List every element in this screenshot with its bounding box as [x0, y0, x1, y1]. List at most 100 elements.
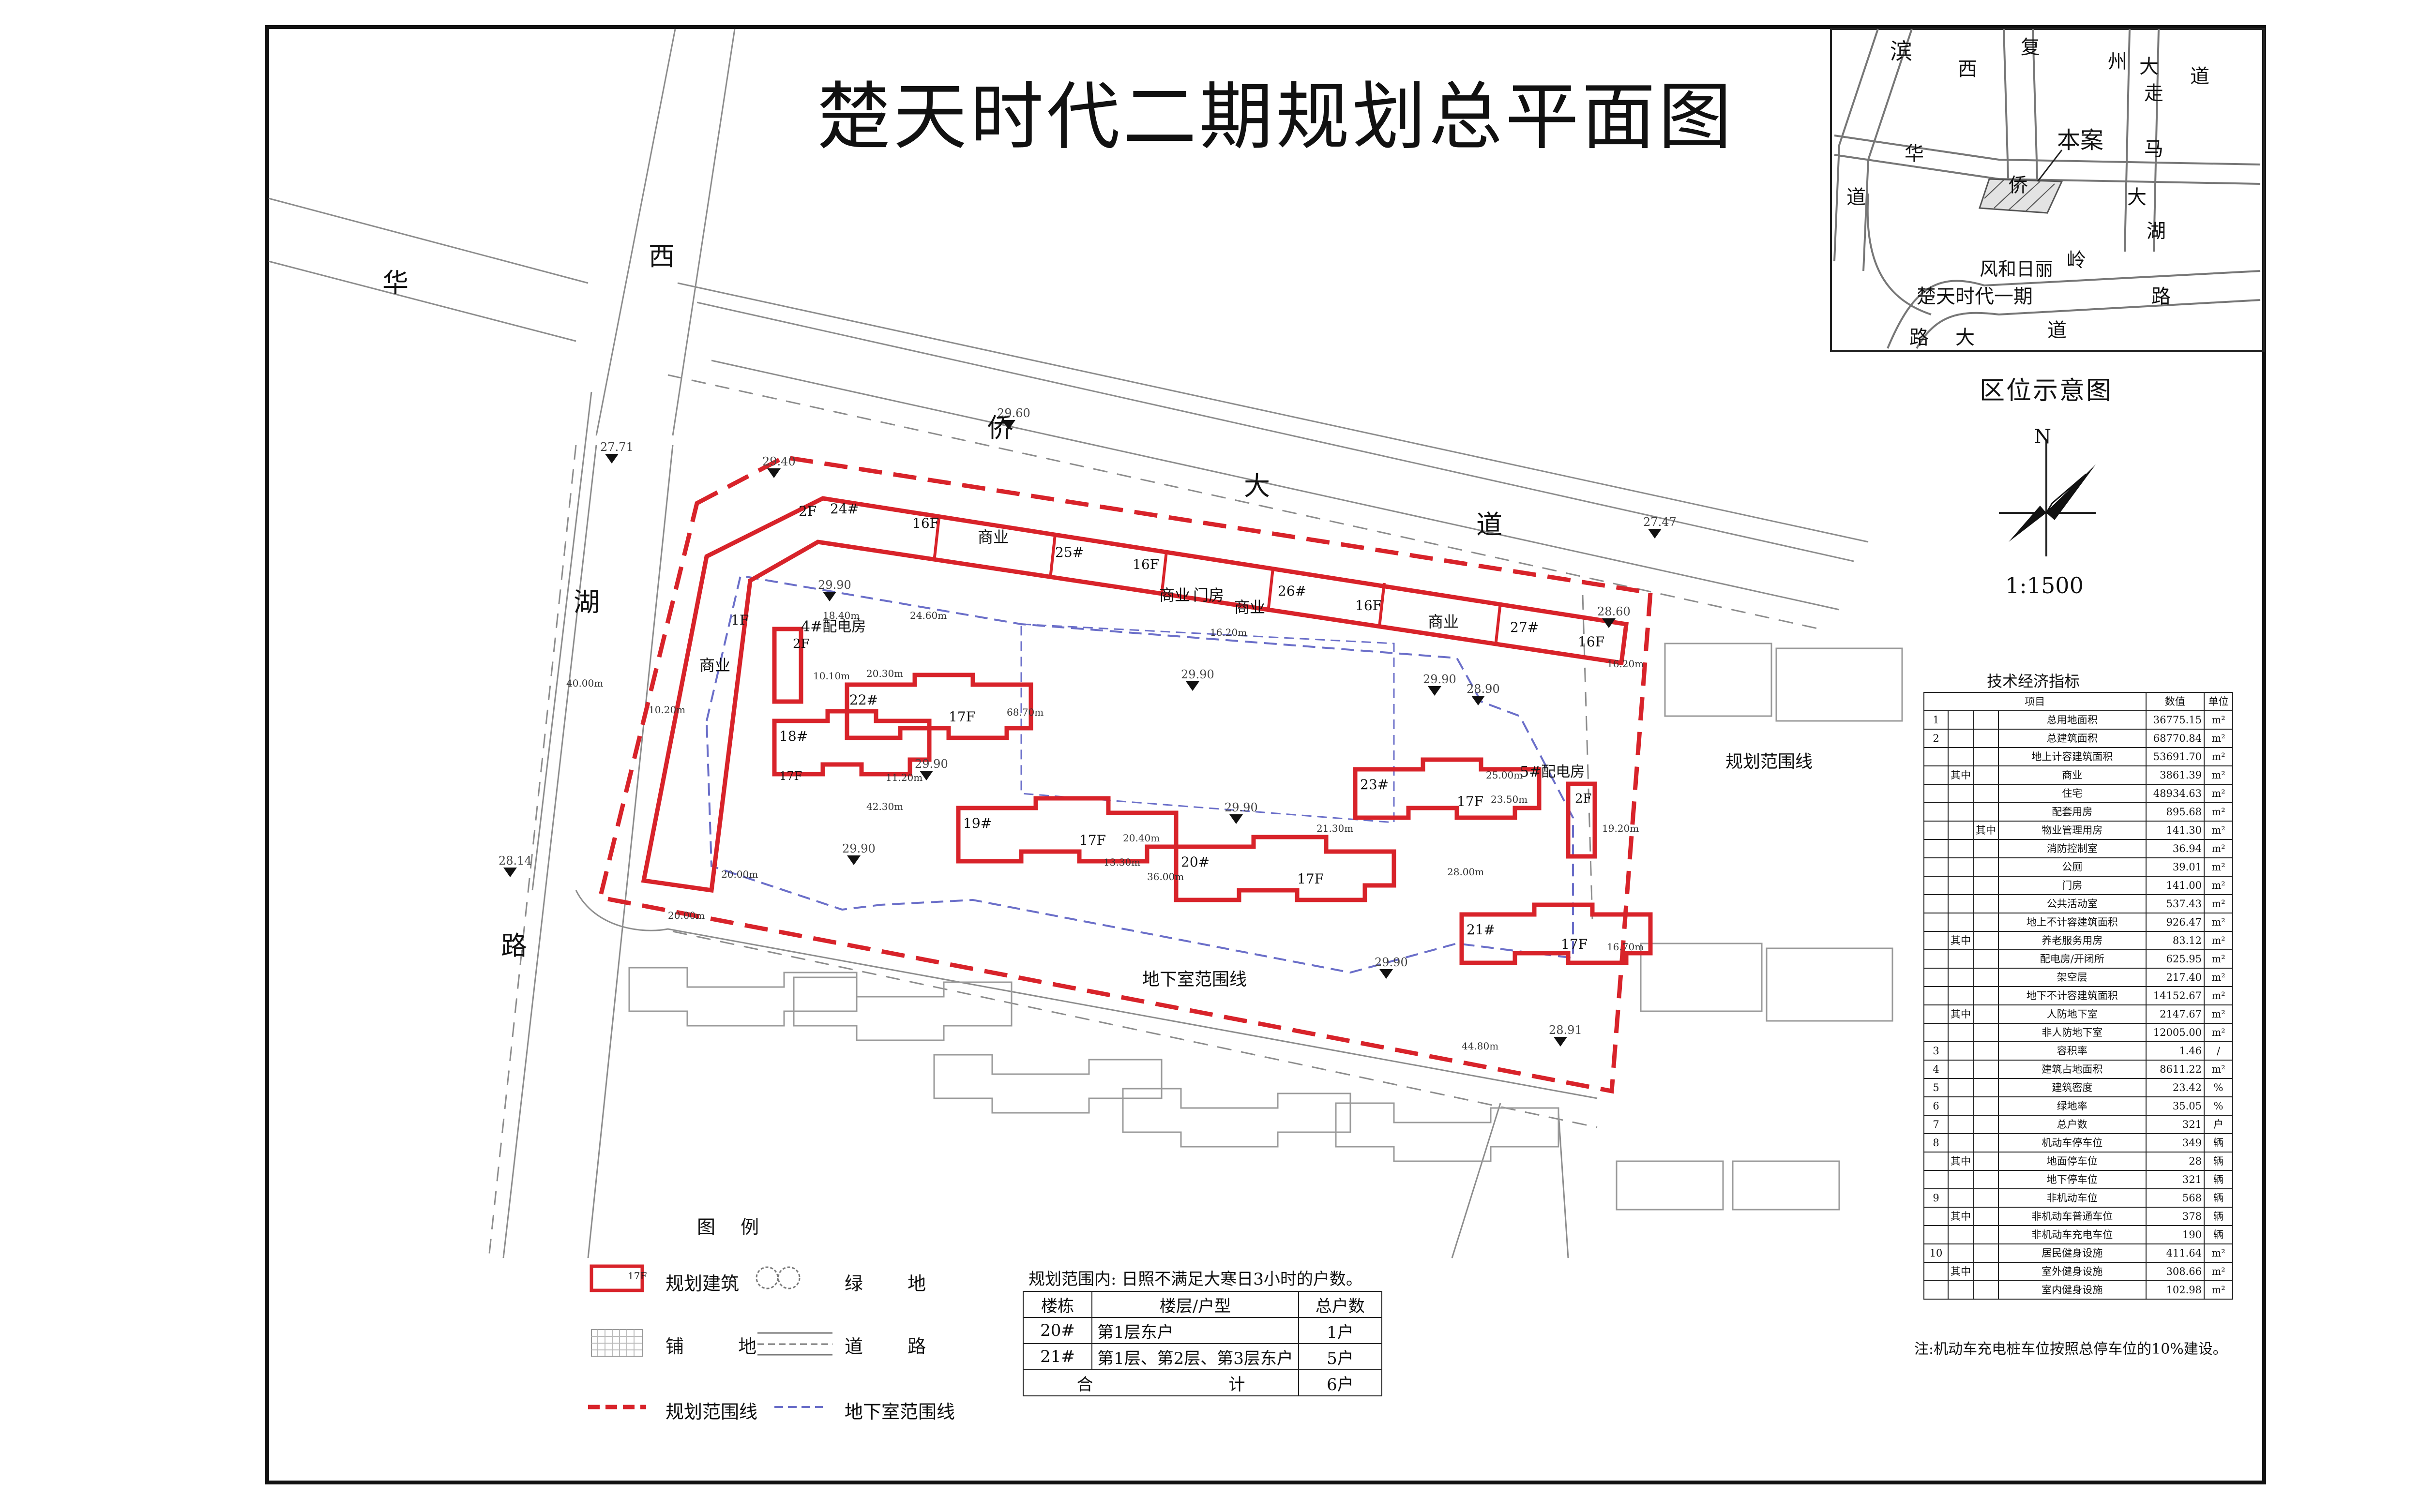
tech-cell	[1948, 876, 1974, 895]
tech-cell	[1923, 857, 1949, 877]
road-lines	[268, 29, 1869, 1258]
location-map-label: 大	[1955, 327, 1975, 349]
tech-cell	[1948, 1188, 1974, 1208]
label-commercial-3: 商业	[1234, 598, 1266, 616]
floors-22: 17F	[949, 709, 976, 725]
building-20	[1174, 835, 1396, 902]
tech-cell: 地面停车位	[1998, 1152, 2147, 1171]
location-map-label: 道	[2047, 319, 2067, 342]
tech-cell	[1948, 968, 1974, 987]
location-map-label: 走	[2144, 82, 2163, 105]
elevation-marker: 28.14	[499, 854, 532, 877]
tech-cell: 机动车停车位	[1998, 1133, 2147, 1153]
dist-room-5	[1566, 781, 1597, 859]
elevation-marker: 29.90	[842, 842, 876, 865]
tech-cell: 308.66	[2145, 1262, 2205, 1281]
planning-boundary	[597, 455, 1653, 1094]
sun-total-label: 合计	[1023, 1369, 1299, 1396]
sun-header-building: 楼栋	[1023, 1291, 1092, 1318]
tech-cell	[1948, 710, 1974, 730]
tech-cell: 总用地面积	[1998, 710, 2147, 730]
tech-cell: m²	[2204, 857, 2233, 877]
dimension-label: 11.20m	[886, 772, 923, 783]
planning-boundary-label: 规划范围线	[1725, 752, 1813, 772]
basement-boundary-label: 地下室范围线	[1142, 970, 1247, 989]
location-map-label: 侨	[2009, 174, 2028, 196]
sunlight-table: 楼栋 楼层/户型 总户数 20# 第1层东户 1户 21# 第1层、第2层、第3…	[1023, 1291, 1382, 1396]
tech-cell: 辆	[2204, 1207, 2233, 1226]
tech-cell: 地上计容建筑面积	[1998, 747, 2147, 766]
dimension-label: 20.00m	[721, 868, 758, 880]
tech-cell	[1948, 857, 1974, 877]
tech-note: 注:机动车充电桩车位按照总停车位的10%建设。	[1914, 1341, 2227, 1358]
tech-cell	[1923, 913, 1949, 932]
building-label-22: 22#	[849, 692, 878, 708]
sun-cell: 第1层东户	[1091, 1317, 1299, 1344]
tech-cell	[1973, 1188, 1999, 1208]
dimension-label: 44.80m	[1462, 1040, 1499, 1052]
legend-planning-boundary: 规划范围线	[666, 1401, 758, 1422]
sun-cell: 21#	[1023, 1343, 1092, 1370]
building-label-26: 26#	[1278, 583, 1307, 599]
tech-cell	[1948, 1023, 1974, 1042]
tech-cell: 68770.84	[2145, 729, 2205, 748]
tech-cell: m²	[2204, 1280, 2233, 1300]
sun-total-b: 计	[1228, 1375, 1245, 1394]
building-23	[1353, 757, 1542, 820]
sun-header-count: 总户数	[1298, 1291, 1382, 1318]
tech-cell: 配电房/开闭所	[1998, 949, 2147, 969]
sun-cell: 1户	[1298, 1317, 1382, 1344]
tech-cell: 23.42	[2145, 1078, 2205, 1097]
tech-cell: 8	[1923, 1133, 1949, 1153]
tech-cell	[1923, 968, 1949, 987]
tech-cell: 公厕	[1998, 857, 2147, 877]
dimension-label: 20.30m	[866, 668, 904, 679]
tech-cell: m²	[2204, 986, 2233, 1005]
tech-cell: 其中	[1948, 765, 1974, 785]
tech-cell: 537.43	[2145, 894, 2205, 913]
tech-cell	[1973, 1225, 1999, 1244]
tech-cell: 48934.63	[2145, 784, 2205, 803]
tech-cell: 消防控制室	[1998, 839, 2147, 858]
dimension-label: 19.20m	[1602, 823, 1639, 834]
dist-room-4	[772, 627, 803, 704]
tech-cell	[1973, 1078, 1999, 1097]
legend-planned-building: 规划建筑	[666, 1273, 740, 1294]
floors-26: 16F	[1355, 598, 1382, 614]
tech-cell: 378	[2145, 1207, 2205, 1226]
tech-cell: m²	[2204, 968, 2233, 987]
tech-cell	[1973, 1096, 1999, 1116]
tech-cell: 辆	[2204, 1170, 2233, 1189]
legend-green: 绿 地	[845, 1273, 946, 1294]
tech-cell	[1948, 821, 1974, 840]
tech-cell	[1923, 949, 1949, 969]
tech-cell: 39.01	[2145, 857, 2205, 877]
elevation-marker: 28.91	[1549, 1023, 1582, 1047]
tech-cell: 辆	[2204, 1225, 2233, 1244]
ribbon-dividers	[933, 517, 1502, 646]
road-label-hu: 湖	[574, 587, 600, 617]
tech-cell	[1948, 747, 1974, 766]
floors-21: 17F	[1561, 936, 1588, 952]
tech-cell: 217.40	[2145, 968, 2205, 987]
tech-cell: 非机动车充电车位	[1998, 1225, 2147, 1244]
label-commercial-2: 商业	[1159, 586, 1191, 604]
dimension-label: 40.00m	[566, 677, 604, 689]
location-map-label: 路	[2151, 285, 2171, 308]
tech-cell: 9	[1923, 1188, 1949, 1208]
building-label-25: 25#	[1055, 544, 1084, 560]
legend-title: 图 例	[697, 1216, 769, 1238]
drawing-frame	[265, 25, 2266, 1484]
